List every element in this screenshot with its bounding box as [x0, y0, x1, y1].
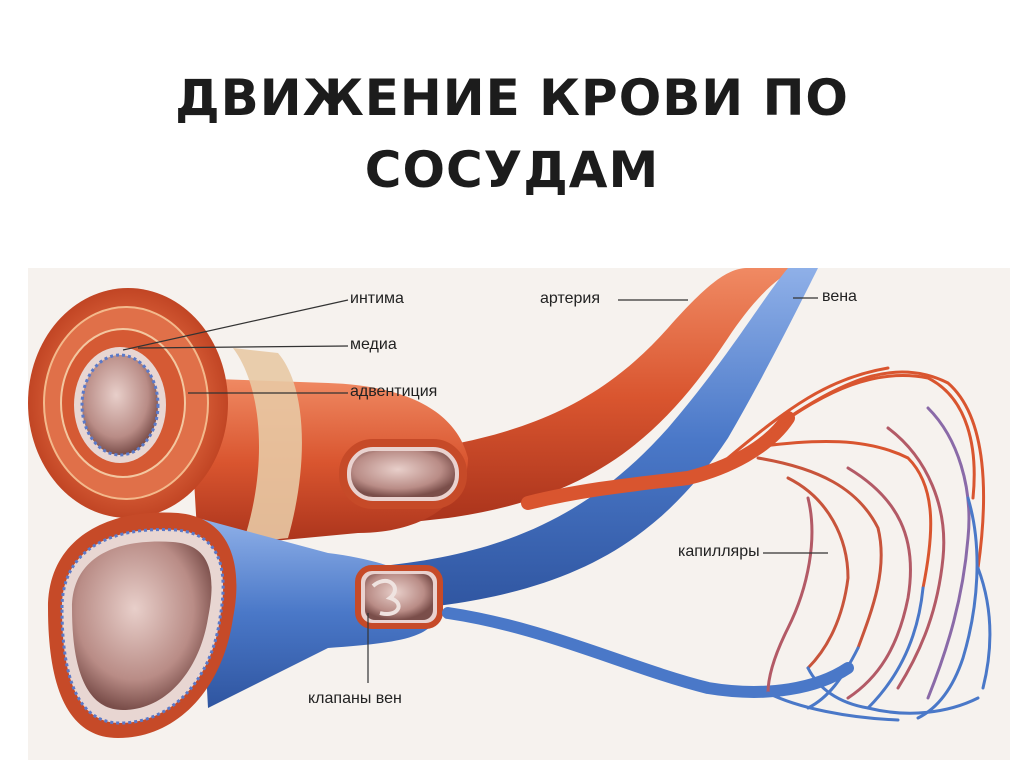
- leader-lines: [122, 297, 828, 683]
- title-line-1: ДВИЖЕНИЕ КРОВИ ПО: [175, 69, 849, 127]
- label-adventitia: адвентиция: [350, 383, 438, 400]
- artery-curve: [358, 268, 798, 528]
- vein-valve-shape: [371, 578, 401, 616]
- blood-vessel-diagram: [28, 268, 1010, 760]
- label-intima: интима: [350, 290, 404, 307]
- artery-cross-section: [28, 288, 228, 518]
- vein-cross-section: [48, 512, 237, 738]
- adventitia-band: [233, 348, 302, 543]
- venule: [442, 607, 854, 698]
- label-media: медиа: [350, 336, 397, 353]
- capillary-network: [726, 366, 992, 722]
- label-capillaries: капилляры: [678, 543, 760, 560]
- arteriole: [521, 411, 795, 510]
- label-artery: артерия: [540, 290, 600, 307]
- label-vein-valves: клапаны вен: [308, 690, 402, 707]
- label-vein: вена: [822, 288, 857, 305]
- title-line-2: СОСУДАМ: [364, 141, 660, 199]
- page-title: ДВИЖЕНИЕ КРОВИ ПО СОСУДАМ: [0, 62, 1024, 206]
